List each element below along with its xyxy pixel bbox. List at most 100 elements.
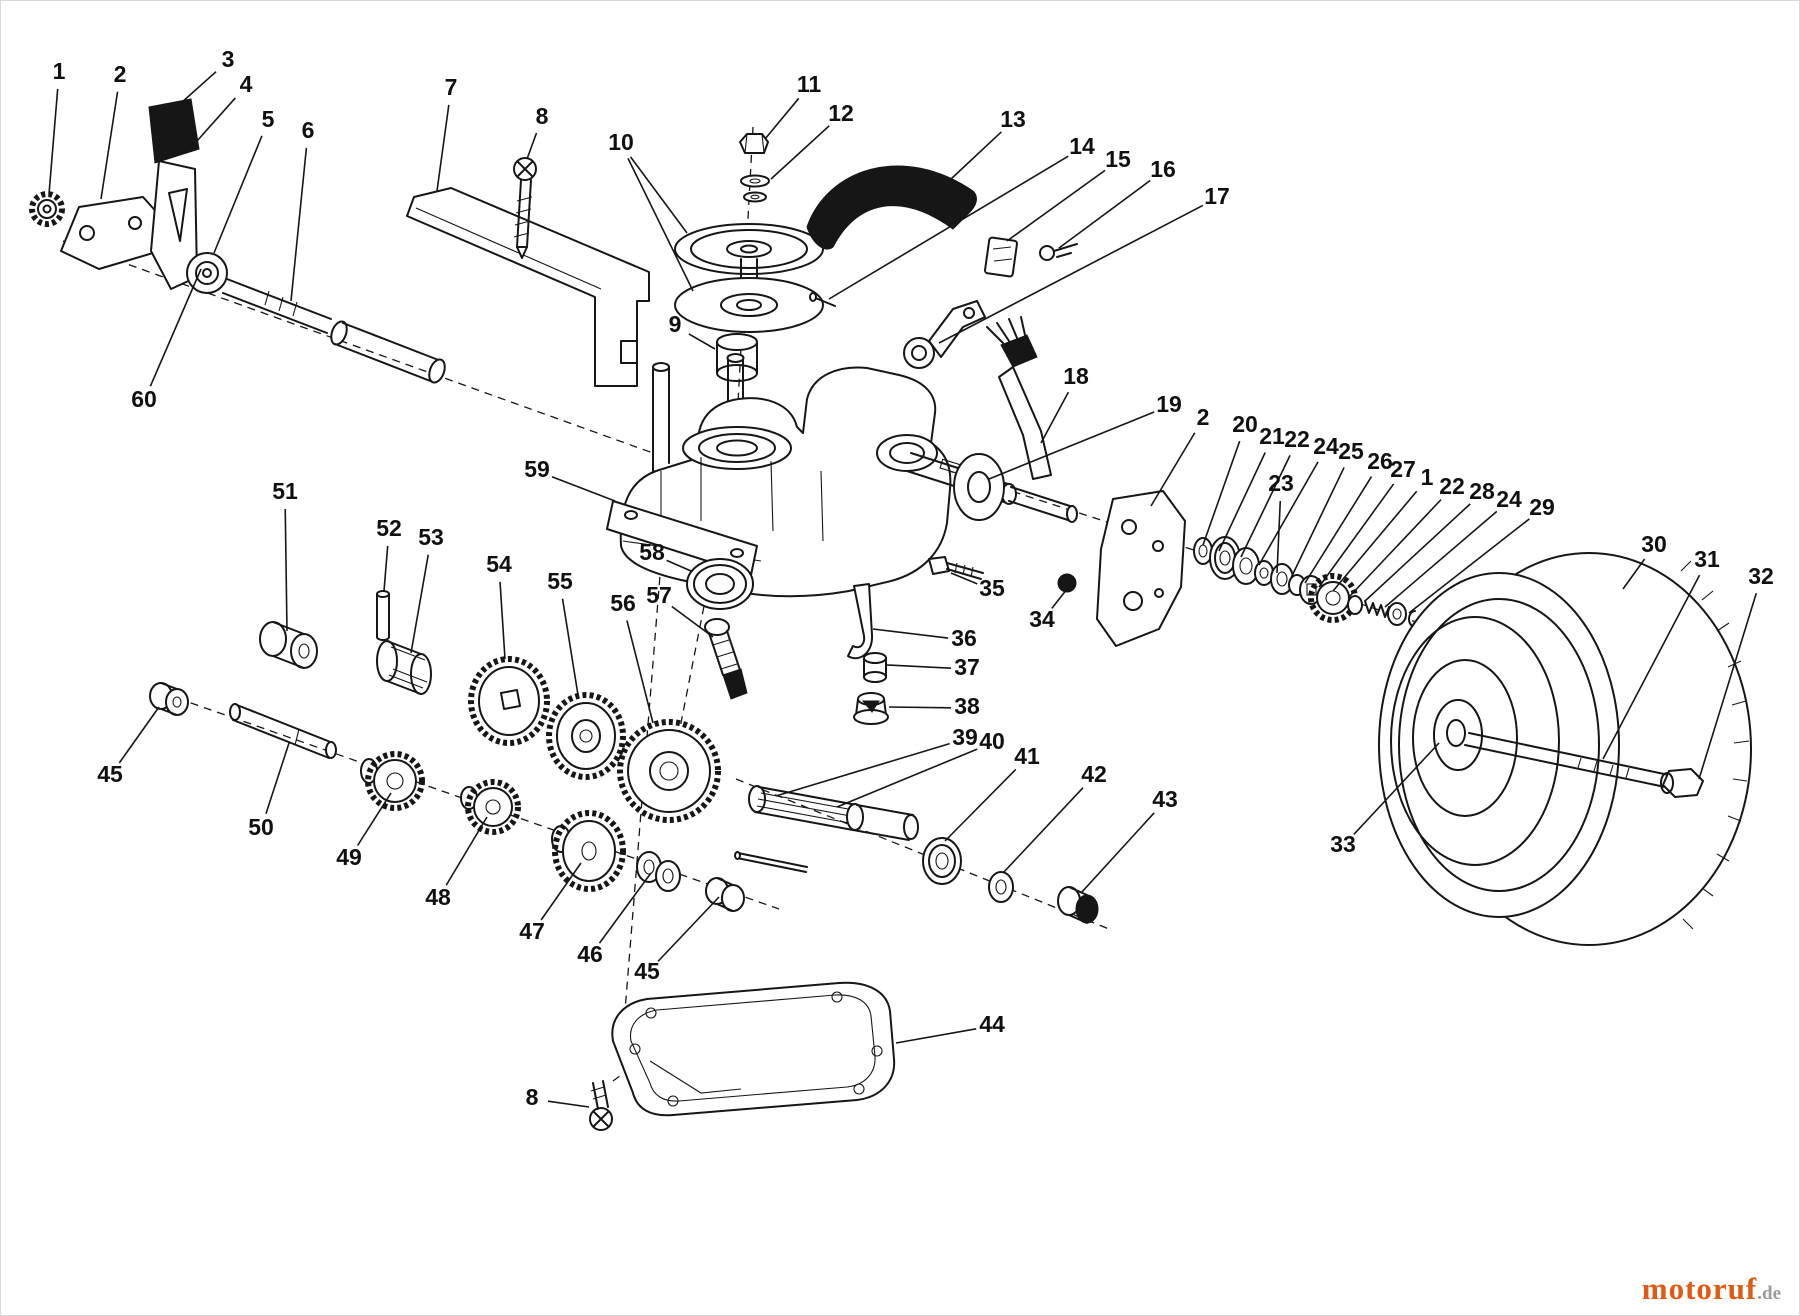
part-label-19: 19 [988, 391, 1182, 480]
part-label-21: 21 [1218, 423, 1285, 552]
part-number: 50 [248, 814, 274, 840]
leader-line [950, 572, 978, 585]
part-label-1b: 1 [1332, 464, 1434, 592]
part-number: 26 [1367, 448, 1393, 474]
part-label-22a: 22 [1240, 426, 1310, 558]
part-label-53: 53 [410, 524, 444, 654]
leader-line [888, 706, 952, 709]
part-label-50: 50 [248, 742, 290, 840]
part-number: 19 [1156, 391, 1182, 417]
leader-line [886, 664, 952, 669]
wheel-bracket-plate [1096, 490, 1186, 647]
part-number: 27 [1390, 456, 1416, 482]
leader-line [1348, 499, 1442, 598]
part-label-60: 60 [131, 268, 202, 412]
leader-line [284, 508, 288, 632]
part-number: 60 [131, 386, 157, 412]
part-number: 47 [519, 918, 545, 944]
part-number: 13 [1000, 106, 1026, 132]
gear-56 [617, 719, 721, 823]
part-number: 2 [1197, 404, 1210, 430]
leader-line [671, 605, 714, 638]
leader-line [775, 742, 950, 797]
leader-line [1218, 452, 1266, 552]
part-label-30: 30 [1622, 531, 1667, 590]
part-label-11: 11 [764, 71, 822, 140]
part-number: 28 [1469, 478, 1495, 504]
part-label-10: 10 [608, 129, 694, 292]
part-number: 6 [302, 117, 315, 143]
leader-line [526, 132, 538, 160]
washers-46 [636, 851, 681, 892]
part-number: 31 [1694, 546, 1720, 572]
leader-line [213, 135, 263, 254]
roll-pin-52 [376, 590, 390, 641]
plate-15 [984, 236, 1018, 278]
part-number: 59 [524, 456, 550, 482]
part-label-24b: 24 [1384, 486, 1522, 608]
leader-line [356, 792, 392, 846]
cup-38 [853, 692, 889, 725]
leader-line [1384, 510, 1498, 608]
part-number: 35 [979, 575, 1005, 601]
part-label-24a: 24 [1258, 433, 1339, 566]
part-label-57: 57 [646, 582, 714, 638]
splined-shaft-39-40 [734, 785, 919, 873]
part-number: 2 [114, 61, 127, 87]
sprocket-47 [551, 810, 626, 892]
leader-line [1602, 574, 1701, 760]
lever-bracket [60, 196, 162, 270]
part-label-55: 55 [547, 568, 579, 696]
shaft-50 [229, 703, 337, 759]
part-number: 36 [951, 625, 977, 651]
part-label-45a: 45 [97, 706, 160, 787]
leader-line [895, 1028, 977, 1044]
part-number: 8 [526, 1084, 539, 1110]
part-number: 18 [1063, 363, 1089, 389]
part-label-33: 33 [1330, 742, 1440, 857]
part-number: 22 [1439, 473, 1465, 499]
part-number: 22 [1284, 426, 1310, 452]
part-number: 55 [547, 568, 573, 594]
part-number: 11 [797, 71, 822, 97]
nut-34 [1057, 573, 1077, 593]
part-label-27: 27 [1318, 456, 1416, 588]
part-label-52: 52 [376, 515, 402, 592]
leader-line [1622, 558, 1646, 590]
cap-43 [1057, 886, 1099, 924]
part-label-59: 59 [524, 456, 616, 502]
part-number: 32 [1748, 563, 1774, 589]
part-label-48: 48 [425, 816, 488, 910]
part-label-22b: 22 [1348, 473, 1465, 598]
part-number: 16 [1150, 156, 1176, 182]
leader-line [666, 559, 692, 572]
part-number: 30 [1641, 531, 1667, 557]
leader-line [1058, 179, 1151, 249]
part-number: 39 [952, 724, 978, 750]
leader-line [551, 475, 616, 502]
part-label-2b: 2 [1150, 404, 1210, 507]
part-number: 17 [1204, 183, 1230, 209]
part-label-39: 39 [775, 724, 978, 797]
clutch-parts [734, 583, 1099, 924]
gear-54 [468, 656, 550, 746]
part-number: 48 [425, 884, 451, 910]
watermark: motoruf.de [1642, 1271, 1781, 1307]
leader-line [629, 156, 688, 234]
leader-line [988, 411, 1155, 480]
part-label-12: 12 [770, 100, 854, 180]
part-number: 29 [1529, 494, 1555, 520]
part-label-9: 9 [669, 311, 716, 350]
cap-45-left [149, 682, 189, 716]
spring [1364, 600, 1390, 618]
part-label-17: 17 [938, 183, 1230, 344]
shift-fork-36 [847, 583, 874, 660]
leader-line [540, 862, 582, 921]
leader-line [657, 896, 720, 962]
leader-line [547, 1100, 590, 1108]
leader-line [1698, 593, 1758, 780]
part-label-38: 38 [888, 693, 980, 719]
spacer-37 [863, 652, 887, 683]
part-label-58: 58 [639, 539, 692, 572]
